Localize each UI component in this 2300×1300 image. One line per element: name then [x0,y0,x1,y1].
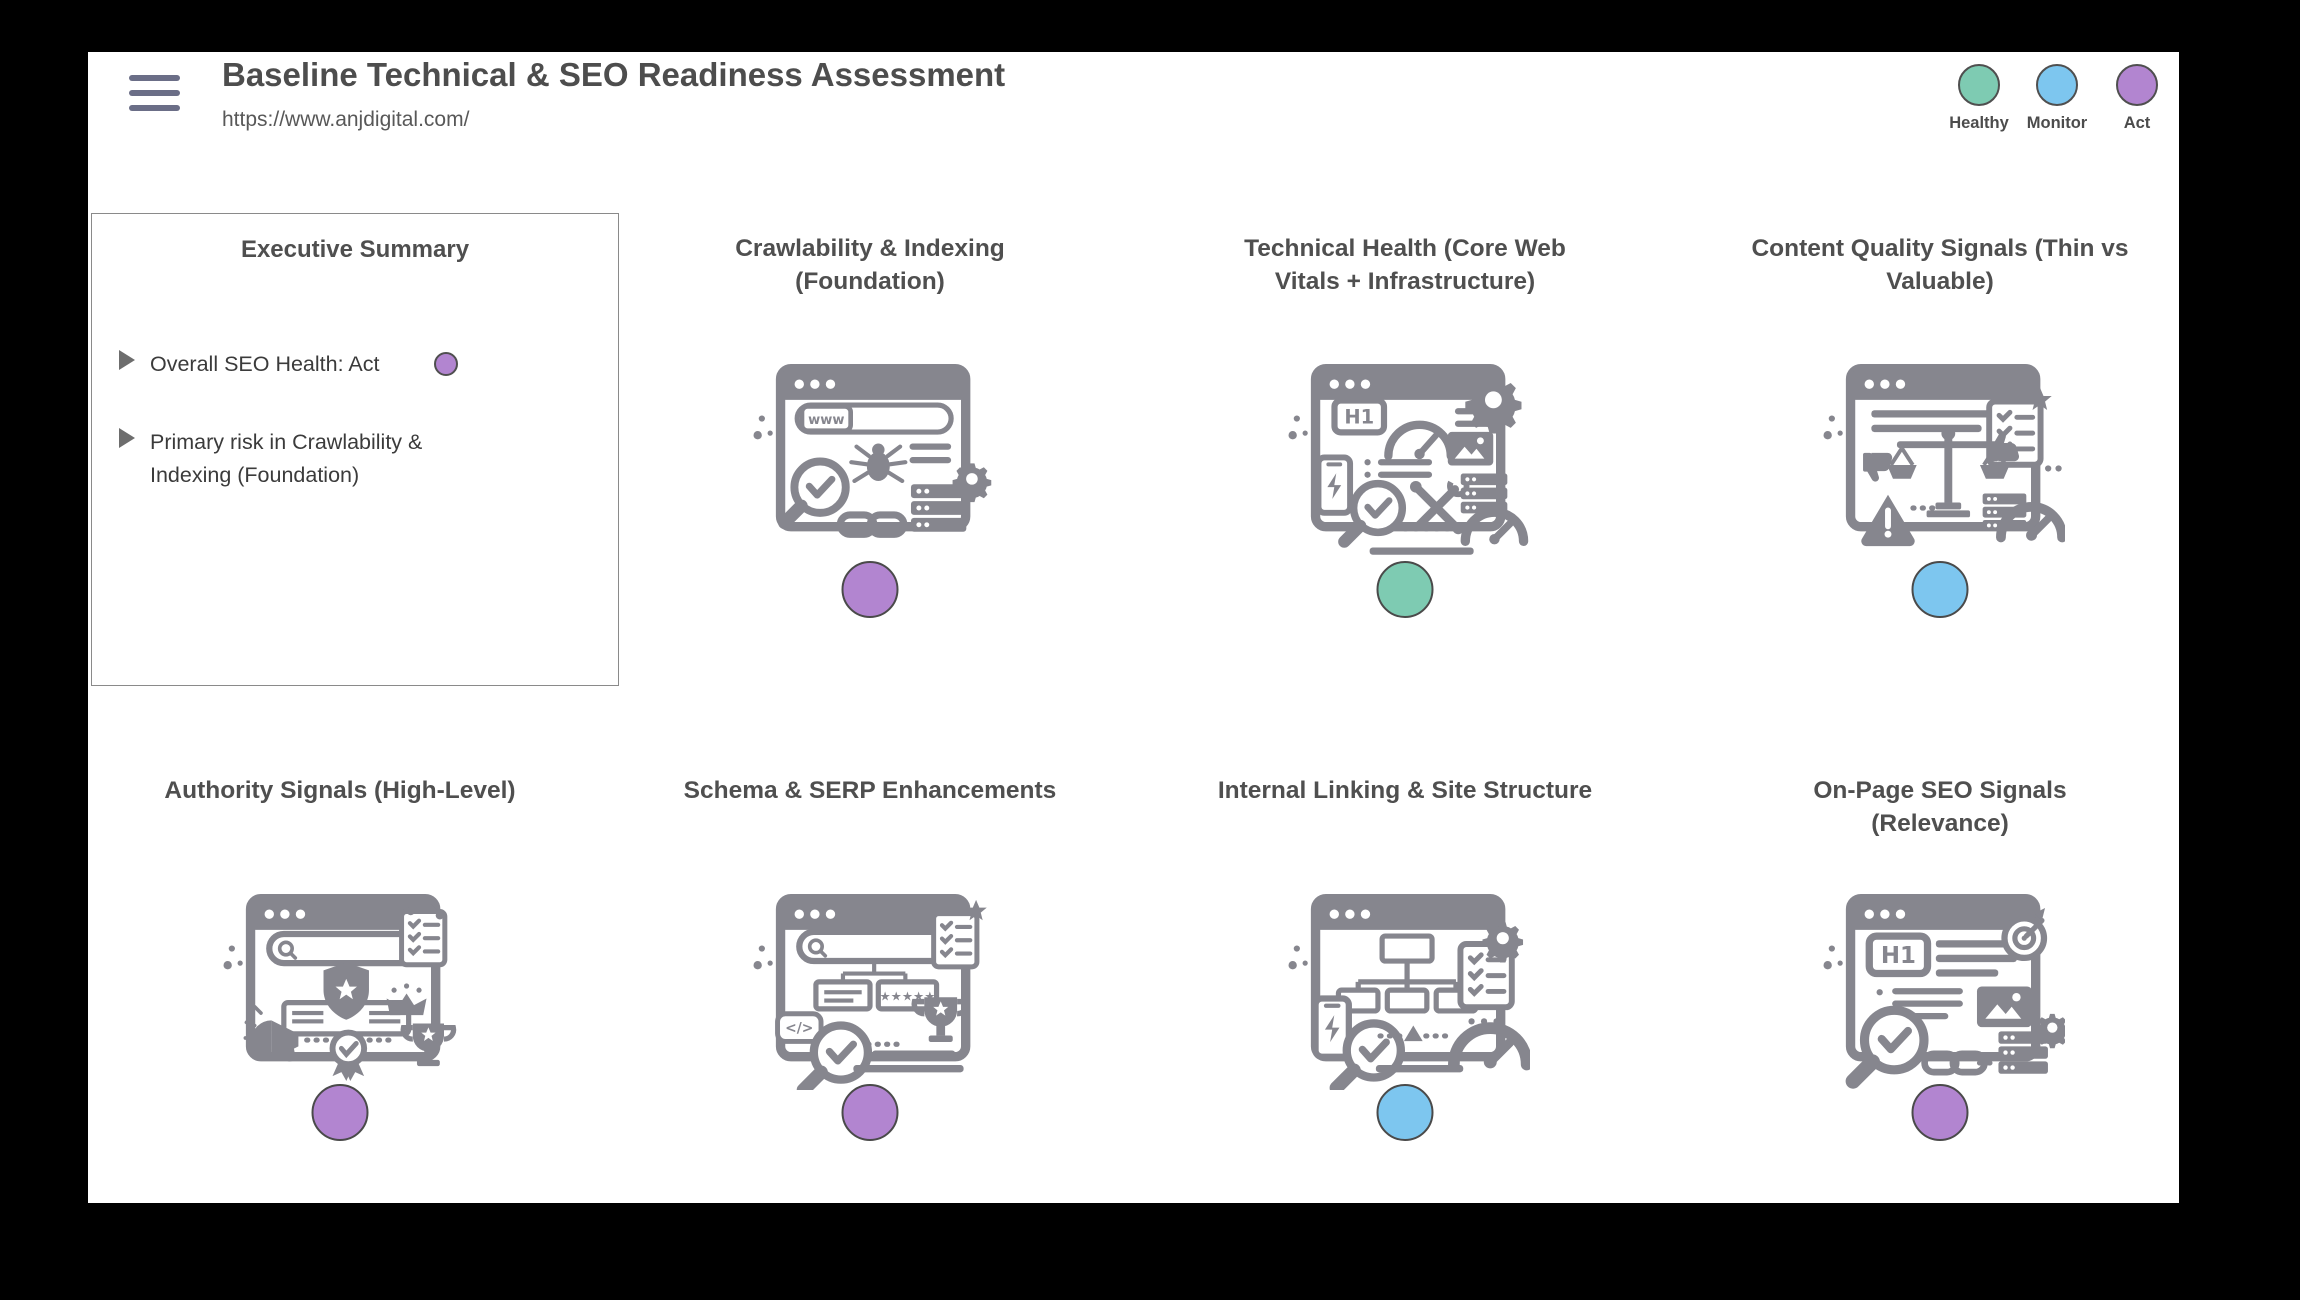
status-dot [434,352,458,376]
status-circle [1911,561,1969,618]
card-title: Authority Signals (High-Level) [164,777,516,804]
status-circle [311,1084,369,1141]
internal-linking-icon [1280,882,1530,1090]
executive-summary-box: Executive Summary Overall SEO Health: Ac… [91,213,619,686]
bullet-triangle-icon [119,350,135,370]
card-title: Technical Health (Core Web Vitals + Infr… [1244,235,1566,295]
on-page-seo-icon [1815,882,2065,1090]
legend-label: Act [2123,114,2151,132]
healthy-status-icon [1958,64,2000,106]
report-panel: Baseline Technical & SEO Readiness Asses… [88,52,2179,1203]
content-quality-icon [1815,352,2065,560]
schema-serp-icon: ★★★★★ [745,882,987,1090]
authority-signals-icon [215,882,465,1090]
bullet-triangle-icon [119,428,135,448]
status-circle [841,561,899,618]
page-title: Baseline Technical & SEO Readiness Asses… [222,56,1006,93]
legend-item-healthy: Healthy [1919,64,2039,133]
legend-item-monitor: Monitor [1997,64,2117,133]
legend-label: Healthy [1949,114,2009,132]
executive-summary-title: Executive Summary [240,236,470,263]
card-title: Crawlability & Indexing (Foundation) [735,235,1005,295]
status-circle [1911,1084,1969,1141]
card-title: Schema & SERP Enhancements [683,777,1057,804]
status-circle [841,1084,899,1141]
act-status-icon [2116,64,2158,106]
card-title: Content Quality Signals (Thin vs Valuabl… [1751,235,2129,295]
hamburger-menu-icon[interactable] [129,75,180,115]
legend-item-act: Act [2077,64,2197,133]
card-title: On-Page SEO Signals (Relevance) [1813,777,2067,837]
technical-health-icon [1280,352,1530,555]
status-circle [1376,561,1434,618]
site-url: https://www.anjdigital.com/ [222,108,470,131]
monitor-status-icon [2036,64,2078,106]
status-circle [1376,1084,1434,1141]
card-title: Internal Linking & Site Structure [1217,777,1593,804]
legend-label: Monitor [2026,114,2088,132]
crawlability-indexing-icon [745,352,992,560]
